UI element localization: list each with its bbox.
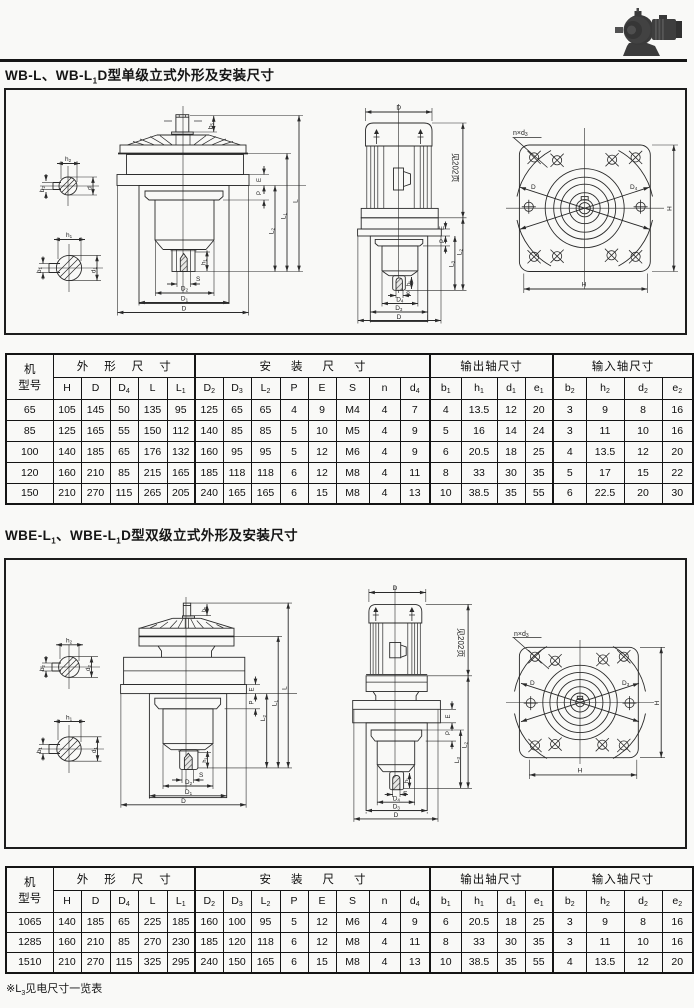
svg-text:D: D <box>182 306 187 313</box>
svg-text:h2: h2 <box>66 638 73 645</box>
svg-text:D: D <box>396 105 401 112</box>
svg-text:L: L <box>282 686 289 690</box>
svg-text:P: P <box>250 700 256 704</box>
svg-text:L2: L2 <box>456 248 463 255</box>
svg-text:H: H <box>667 206 674 211</box>
svg-text:h1: h1 <box>406 280 412 286</box>
svg-text:D4: D4 <box>393 795 401 802</box>
svg-text:b5: b5 <box>208 122 215 129</box>
svg-text:L1: L1 <box>281 212 288 219</box>
svg-text:D1: D1 <box>181 296 189 303</box>
svg-text:D1: D1 <box>185 789 193 796</box>
svg-text:D4: D4 <box>396 297 404 304</box>
svg-text:S: S <box>199 772 204 779</box>
svg-text:E: E <box>446 714 452 718</box>
svg-text:b1: b1 <box>36 266 43 273</box>
svg-text:h1: h1 <box>201 258 208 265</box>
svg-text:D: D <box>394 812 399 819</box>
svg-text:L2: L2 <box>462 741 469 748</box>
svg-text:L: L <box>293 199 300 203</box>
svg-text:D: D <box>397 314 402 321</box>
svg-text:b1: b1 <box>36 746 43 753</box>
svg-text:h1: h1 <box>404 777 410 783</box>
svg-text:b2: b2 <box>39 664 46 671</box>
svg-text:P: P <box>446 731 452 735</box>
svg-text:D3: D3 <box>622 680 630 687</box>
svg-text:S: S <box>406 291 411 298</box>
svg-text:h1: h1 <box>66 715 73 722</box>
svg-text:h1: h1 <box>66 232 73 239</box>
svg-text:n×d3: n×d3 <box>513 130 528 138</box>
svg-text:L3: L3 <box>454 756 461 763</box>
svg-text:L1: L1 <box>272 699 279 706</box>
svg-text:D2: D2 <box>181 286 189 293</box>
svg-text:H: H <box>578 768 583 775</box>
svg-text:P: P <box>440 239 446 243</box>
svg-text:D3: D3 <box>395 305 403 312</box>
svg-text:h1: h1 <box>202 757 208 763</box>
svg-text:D3: D3 <box>393 804 401 811</box>
svg-text:L3: L3 <box>448 260 455 267</box>
svg-text:d2: d2 <box>85 664 92 671</box>
svg-text:D: D <box>531 184 536 191</box>
svg-text:b5: b5 <box>202 606 208 612</box>
svg-text:E: E <box>440 226 446 230</box>
svg-text:d1: d1 <box>91 266 98 273</box>
svg-text:d: d <box>87 186 94 190</box>
svg-text:H: H <box>582 282 587 289</box>
svg-text:D: D <box>393 585 398 592</box>
svg-text:见202页: 见202页 <box>451 153 460 182</box>
svg-text:L2: L2 <box>260 714 267 721</box>
svg-text:H: H <box>654 700 661 705</box>
svg-text:S: S <box>403 790 408 797</box>
svg-text:n×d3: n×d3 <box>514 631 529 639</box>
svg-text:E: E <box>257 178 263 182</box>
svg-text:P: P <box>257 191 263 195</box>
svg-text:见202页: 见202页 <box>456 628 465 657</box>
svg-text:h2: h2 <box>65 156 72 163</box>
svg-text:E: E <box>250 687 256 691</box>
svg-text:D2: D2 <box>185 779 193 786</box>
svg-text:L2: L2 <box>269 227 276 234</box>
svg-text:D: D <box>530 680 535 687</box>
svg-text:S: S <box>196 276 201 283</box>
svg-text:D: D <box>181 798 186 805</box>
svg-text:b2: b2 <box>39 185 46 192</box>
svg-text:d1: d1 <box>91 746 98 753</box>
svg-text:D4: D4 <box>630 184 638 191</box>
